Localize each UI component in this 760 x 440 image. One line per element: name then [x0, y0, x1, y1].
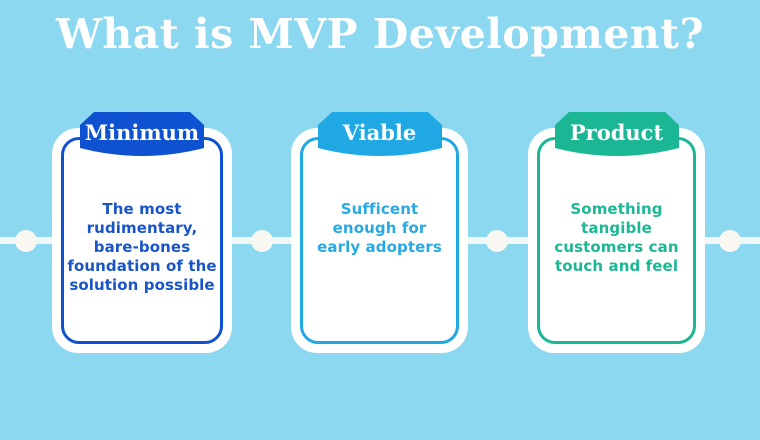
page-title: What is MVP Development?: [55, 10, 705, 58]
timeline-dot: [251, 230, 273, 252]
card-viable: Viable Sufficent enough for early adopte…: [291, 112, 468, 353]
card-ribbon-label: Viable: [342, 120, 417, 145]
ribbon-banner: Product: [554, 112, 679, 158]
card-product: Product Something tangible customers can…: [528, 112, 705, 353]
timeline-dot: [719, 230, 741, 252]
timeline-dot: [15, 230, 37, 252]
ribbon-banner: Viable: [317, 112, 442, 158]
card-minimum: Minimum The most rudimentary, bare-bones…: [52, 112, 232, 353]
ribbon-banner: Minimum: [80, 112, 204, 158]
card-description: Something tangible customers can touch a…: [554, 200, 679, 275]
card-description: The most rudimentary, bare-bones foundat…: [67, 200, 217, 294]
ribbon-shape-icon: [317, 112, 442, 156]
ribbon-shape-icon: [80, 112, 204, 156]
card-ribbon-label: Minimum: [84, 120, 200, 145]
card-description: Sufficent enough for early adopters: [317, 200, 442, 256]
ribbon-shape-icon: [554, 112, 679, 156]
card-ribbon-label: Product: [569, 120, 664, 145]
timeline-dot: [486, 230, 508, 252]
